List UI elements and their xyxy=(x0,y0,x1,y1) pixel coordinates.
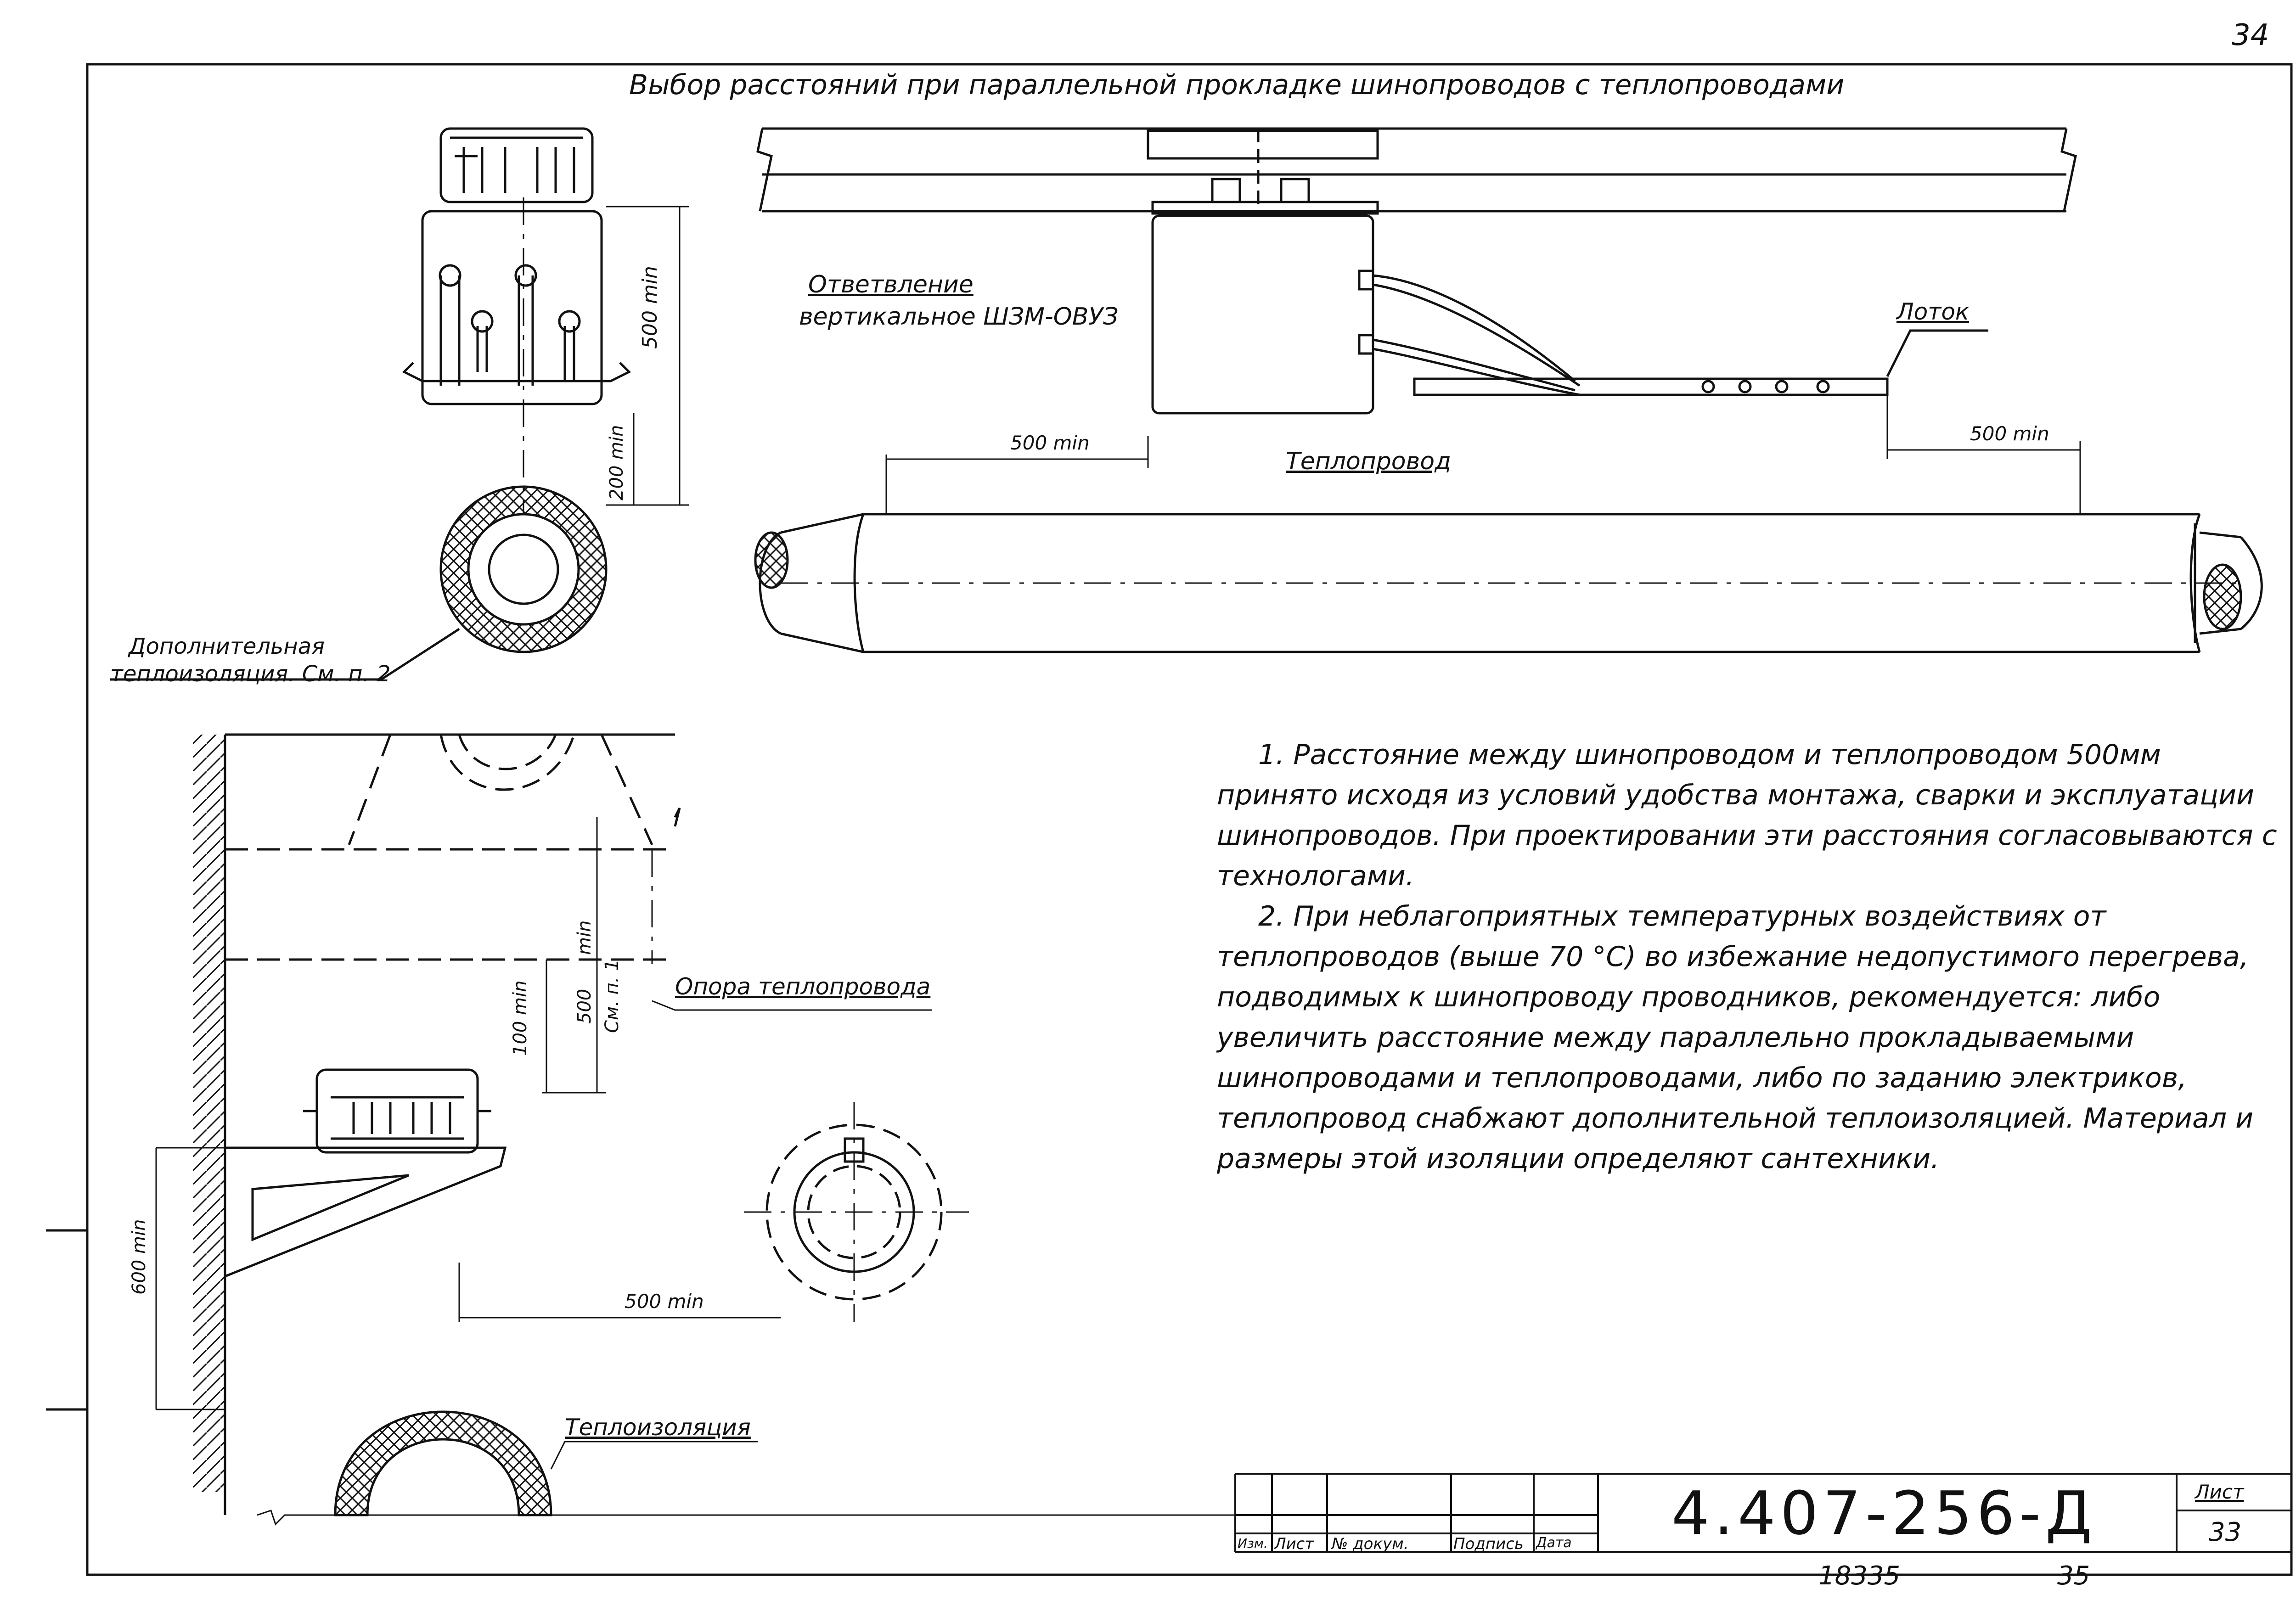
note-2: 2. При неблагоприятных температурных воз… xyxy=(1217,900,2254,1175)
dim-500-see-min: min xyxy=(574,920,595,955)
note-1: 1. Расстояние между шинопроводом и тепло… xyxy=(1217,739,2277,892)
insulation-label: Теплоизоляция xyxy=(565,1414,751,1441)
heat-pipe-side xyxy=(754,513,2263,653)
tb-col-date: Дата xyxy=(1536,1535,1572,1551)
tb-col-list: Лист xyxy=(1274,1535,1314,1553)
dim-500-top xyxy=(885,395,2081,514)
extra-insulation-line1: Дополнительная xyxy=(129,634,325,659)
inventory-number: 18335 xyxy=(1818,1561,1901,1591)
dim-500-vertical: 500 min xyxy=(638,266,662,349)
dim-100: 100 min xyxy=(510,980,531,1056)
sheet-number: 33 xyxy=(2209,1517,2242,1547)
branch-label-line2: вертикальное ШЗМ-ОВУЗ xyxy=(799,303,1119,331)
branch-label-line1: Ответвление xyxy=(808,271,974,298)
dim-500-left: 500 min xyxy=(1010,432,1090,454)
dim-500-see: 500 xyxy=(574,988,595,1024)
lower-section xyxy=(155,733,1378,1526)
see-note-1: См. п. 1 xyxy=(602,959,623,1033)
heat-pipe-label: Теплопровод xyxy=(1286,448,1452,475)
doc-code: 4.407-256-Д xyxy=(1671,1478,2097,1548)
page-number: 34 xyxy=(2232,18,2269,52)
dim-200: 200 min xyxy=(606,425,627,501)
pipe-support-label: Опора теплопровода xyxy=(675,973,931,1000)
tray xyxy=(1413,329,1988,396)
tb-col-sign: Подпись xyxy=(1453,1535,1524,1553)
extra-insulation-line2: теплоизоляция. См. п. 2 xyxy=(110,661,391,687)
notes: 1. Расстояние между шинопроводом и тепло… xyxy=(1217,735,2282,1179)
busbar xyxy=(756,127,2077,216)
inventory-sheet: 35 xyxy=(2057,1561,2090,1591)
sheet-label: Лист xyxy=(2195,1481,2244,1503)
title-block xyxy=(1234,1473,2291,1553)
frame-border xyxy=(86,63,2293,1576)
pipe-cross-section xyxy=(110,485,608,681)
dim-500-right: 500 min xyxy=(1970,422,2049,445)
tray-label: Лоток xyxy=(1896,298,1970,325)
tb-col-doc: № докум. xyxy=(1332,1535,1409,1553)
tb-col-izm: Изм. xyxy=(1238,1536,1268,1551)
dim-left-vertical xyxy=(606,206,689,506)
branch-box xyxy=(1151,214,1581,415)
dim-600: 600 min xyxy=(129,1219,150,1295)
dim-500-bottom: 500 min xyxy=(625,1290,704,1313)
drawing-title: Выбор расстояний при параллельной прокла… xyxy=(629,69,1845,101)
